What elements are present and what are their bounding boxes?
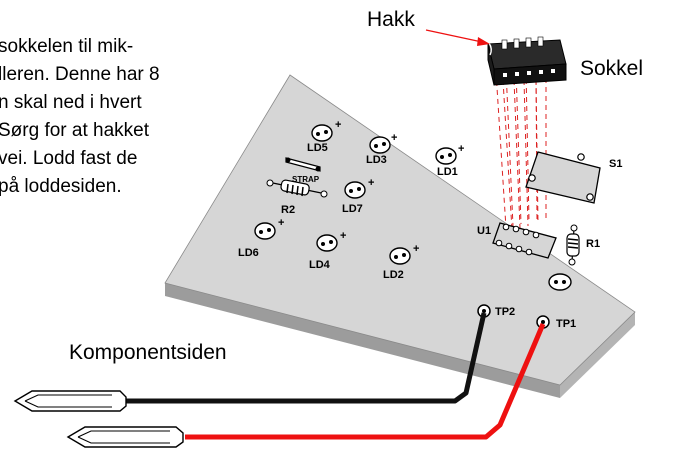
- pad-below-r1: [548, 273, 572, 291]
- label-ld4: LD4: [309, 259, 331, 271]
- black-wire: [125, 312, 487, 404]
- label-ld3: LD3: [366, 154, 387, 166]
- red-wire: [185, 323, 546, 440]
- test-point-tp2: TP2: [477, 304, 515, 318]
- label-ld2: LD2: [383, 269, 404, 281]
- led-ld3: + LD3: [366, 132, 397, 166]
- socket-alignment-lines: [495, 69, 547, 231]
- svg-text:+: +: [335, 119, 341, 131]
- label-strap: STRAP: [292, 175, 320, 184]
- instruction-line-4: Sørg for at hakket: [0, 120, 150, 141]
- instruction-line-1: sokkelen til mik-: [0, 36, 133, 57]
- instruction-line-3: n skal ned i hvert: [0, 92, 142, 113]
- led-ld6: + LD6: [238, 217, 284, 259]
- board-top: [164, 74, 636, 386]
- led-ld7: + LD7: [342, 177, 374, 215]
- label-ld5: LD5: [307, 142, 328, 154]
- label-hakk: Hakk: [367, 8, 415, 31]
- label-tp2: TP2: [495, 306, 515, 318]
- pcb-board: [164, 74, 636, 398]
- label-komponentsiden: Komponentsiden: [69, 341, 227, 364]
- notch-arrow: [425, 29, 490, 46]
- label-u1: U1: [477, 225, 491, 237]
- svg-text:+: +: [278, 217, 284, 229]
- board-front-edge: [165, 283, 560, 398]
- ic-footprint-u1: U1: [477, 222, 557, 259]
- black-probe-clip: [13, 390, 127, 412]
- switch-s1: S1: [525, 151, 622, 204]
- instruction-line-5: vei. Lodd fast de: [0, 148, 137, 169]
- label-r2: R2: [281, 204, 295, 216]
- resistor-r2: R2: [266, 179, 328, 216]
- board-right-edge: [560, 312, 635, 398]
- label-ld7: LD7: [342, 203, 363, 215]
- led-ld5: + LD5: [307, 119, 341, 154]
- led-ld1: + LD1: [435, 143, 464, 178]
- label-sokkel: Sokkel: [580, 57, 643, 80]
- instruction-text: sokkelen til mik- lleren. Denne har 8 n …: [0, 36, 160, 197]
- svg-text:+: +: [413, 243, 419, 255]
- strap-footprint: STRAP: [285, 157, 321, 184]
- svg-text:+: +: [340, 230, 346, 242]
- resistor-r1: R1: [566, 224, 600, 266]
- label-tp1: TP1: [556, 318, 576, 330]
- svg-text:+: +: [391, 132, 397, 144]
- instruction-line-2: lleren. Denne har 8: [0, 64, 160, 85]
- label-s1: S1: [609, 158, 622, 170]
- svg-text:+: +: [458, 143, 464, 155]
- led-ld2: + LD2: [383, 243, 419, 281]
- label-ld6: LD6: [238, 247, 259, 259]
- red-probe-clip: [66, 426, 184, 448]
- instruction-line-6: på loddesiden.: [0, 176, 122, 197]
- label-r1: R1: [586, 238, 600, 250]
- svg-text:+: +: [368, 177, 374, 189]
- ic-socket: [487, 36, 567, 86]
- led-ld4: + LD4: [309, 230, 346, 271]
- label-ld1: LD1: [437, 166, 458, 178]
